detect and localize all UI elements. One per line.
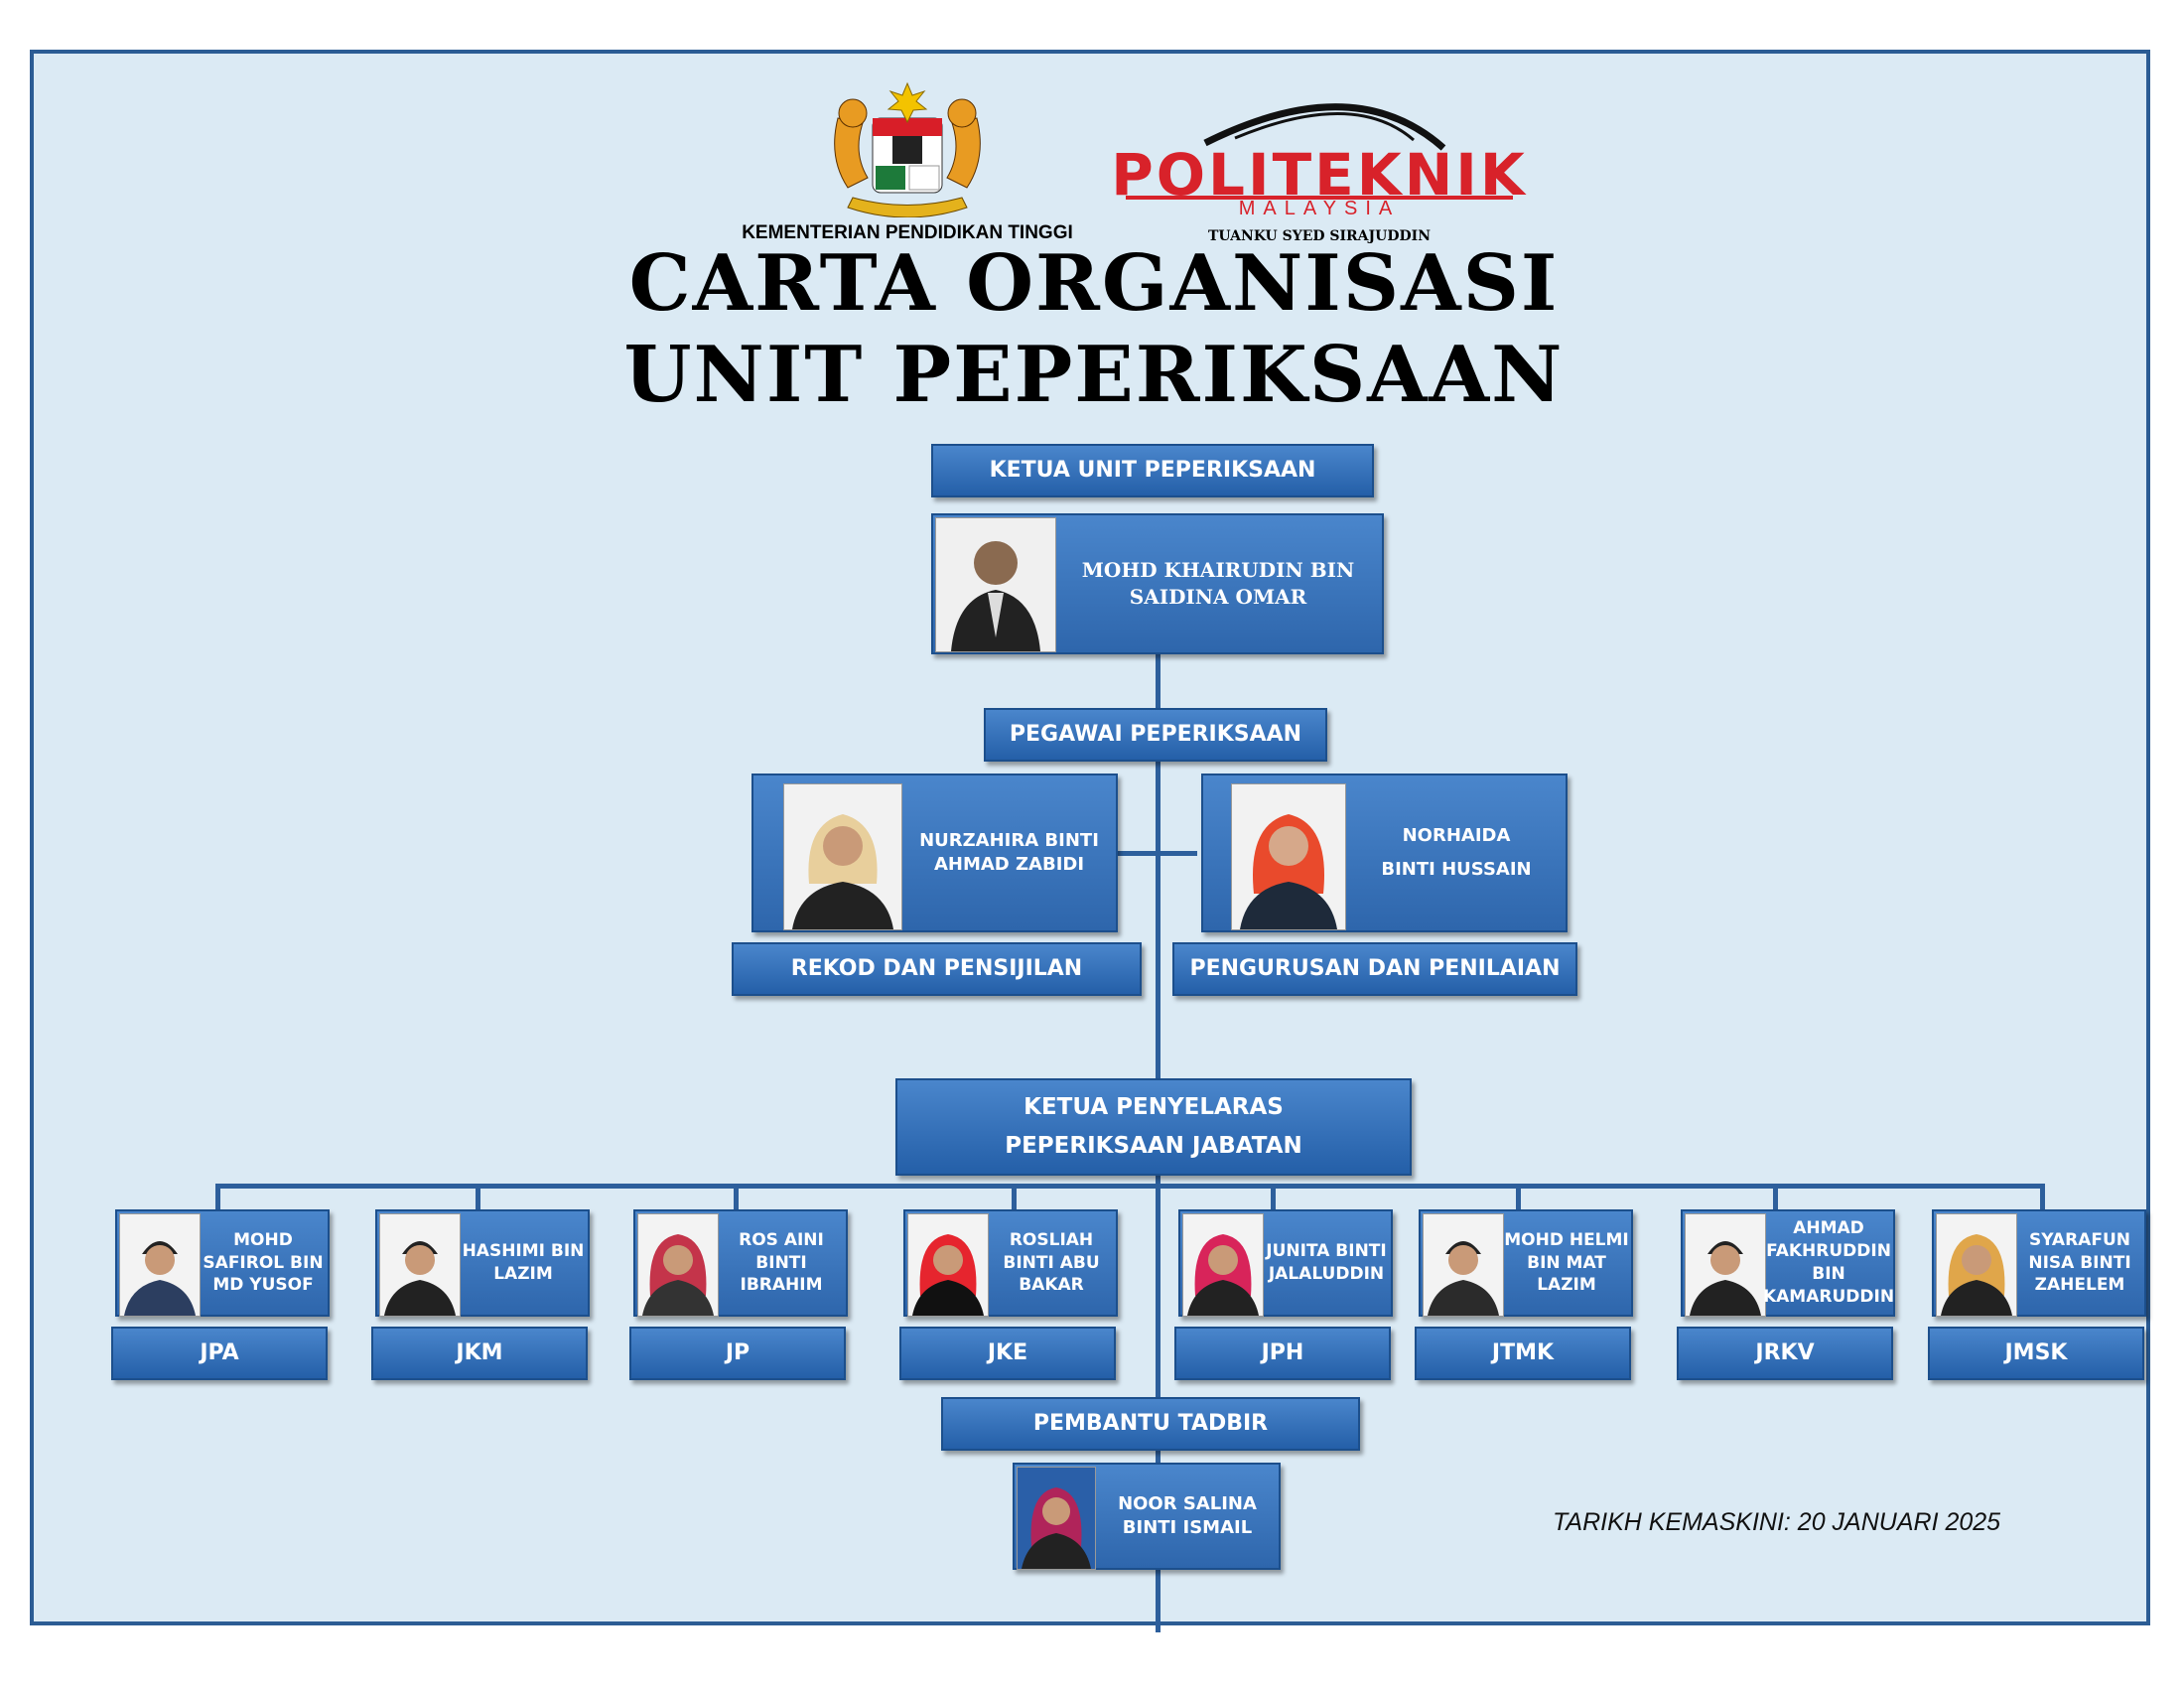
- coordinator-role-line2: PEPERIKSAAN JABATAN: [1005, 1133, 1302, 1159]
- politeknik-country: MALAYSIA: [1238, 198, 1401, 219]
- department-member-photo: [637, 1213, 719, 1317]
- ministry-label: KEMENTERIAN PENDIDIKAN TINGGI: [742, 222, 1073, 243]
- admin-role-box: PEMBANTU TADBIR: [941, 1397, 1360, 1451]
- department-member-photo: [907, 1213, 989, 1317]
- officer-left-section: REKOD DAN PENSIJILAN: [732, 942, 1142, 996]
- officer-left-card: NURZAHIRA BINTI AHMAD ZABIDI: [751, 774, 1118, 932]
- department-member-name: MOHD SAFIROL BIN MD YUSOF: [203, 1229, 324, 1296]
- head-name-line1: MOHD KHAIRUDIN BIN: [1081, 558, 1355, 582]
- updated-date: TARIKH KEMASKINI: 20 JANUARI 2025: [1553, 1508, 2001, 1536]
- department-member-photo: [1182, 1213, 1264, 1317]
- connector-dept-drop: [2040, 1184, 2045, 1209]
- department-member-name: MOHD HELMI BIN MAT LAZIM: [1504, 1229, 1629, 1296]
- department-card: AHMAD FAKHRUDDIN BIN KAMARUDDIN: [1681, 1209, 1895, 1317]
- officer-left-name-line2: AHMAD ZABIDI: [933, 854, 1085, 875]
- department-card: HASHIMI BIN LAZIM: [375, 1209, 590, 1317]
- connector-dept-drop: [1516, 1184, 1521, 1209]
- officer-right-name-line2: BINTI HUSSAIN: [1381, 859, 1532, 880]
- chart-frame: KEMENTERIAN PENDIDIKAN TINGGI POLITEKNIK…: [30, 50, 2150, 1632]
- officer-left-name: NURZAHIRA BINTI AHMAD ZABIDI: [902, 775, 1116, 930]
- department-code-box: JKM: [371, 1327, 588, 1380]
- department-member-photo: [379, 1213, 461, 1317]
- connector-dept-drop: [1012, 1184, 1017, 1209]
- officer-right-card: NORHAIDA BINTI HUSSAIN: [1201, 774, 1568, 932]
- department-member-photo: [1685, 1213, 1766, 1317]
- admin-photo: [1017, 1467, 1096, 1570]
- officer-left-photo: [783, 783, 902, 930]
- department-card: ROSLIAH BINTI ABU BAKAR: [903, 1209, 1118, 1317]
- officer-right-name-line1: NORHAIDA: [1402, 824, 1511, 846]
- officer-left-name-line1: NURZAHIRA BINTI: [919, 829, 1099, 851]
- department-card: MOHD SAFIROL BIN MD YUSOF: [115, 1209, 330, 1317]
- department-member-name: ROS AINI BINTI IBRAHIM: [739, 1229, 824, 1296]
- coat-of-arms-logo: [818, 78, 997, 218]
- department-code-box: JP: [629, 1327, 846, 1380]
- head-role-box: KETUA UNIT PEPERIKSAAN: [931, 444, 1374, 497]
- department-member-photo: [119, 1213, 201, 1317]
- connector-dept-drop: [1773, 1184, 1778, 1209]
- department-member-name: ROSLIAH BINTI ABU BAKAR: [1003, 1229, 1100, 1296]
- admin-name: NOOR SALINA BINTI ISMAIL: [1096, 1465, 1279, 1568]
- officer-right-photo: [1231, 783, 1346, 930]
- department-member-name: HASHIMI BIN LAZIM: [462, 1241, 585, 1284]
- head-name: MOHD KHAIRUDIN BIN SAIDINA OMAR: [1054, 515, 1382, 652]
- politeknik-logo: [1086, 78, 1553, 227]
- connector-dept-drop: [734, 1184, 739, 1209]
- department-code-box: JKE: [899, 1327, 1116, 1380]
- department-member-name: AHMAD FAKHRUDDIN BIN KAMARUDDIN: [1762, 1218, 1895, 1307]
- department-code-box: JRKV: [1677, 1327, 1893, 1380]
- department-card: ROS AINI BINTI IBRAHIM: [633, 1209, 848, 1317]
- politeknik-brand: POLITEKNIK: [1111, 141, 1528, 209]
- officers-role-box: PEGAWAI PEPERIKSAAN: [984, 708, 1327, 762]
- page-title-line2: UNIT PEPERIKSAAN: [623, 330, 1565, 420]
- connector-dept-drop: [1271, 1184, 1276, 1209]
- coordinator-role-box: KETUA PENYELARAS PEPERIKSAAN JABATAN: [895, 1078, 1412, 1176]
- coordinator-role-line1: KETUA PENYELARAS: [1024, 1093, 1284, 1120]
- connector-officers: [1118, 851, 1197, 856]
- department-member-name: JUNITA BINTI JALALUDDIN: [1266, 1241, 1387, 1284]
- head-card: MOHD KHAIRUDIN BIN SAIDINA OMAR: [931, 513, 1384, 654]
- connector-departments: [215, 1184, 2045, 1189]
- department-member-name: SYARAFUN NISA BINTI ZAHELEM: [2028, 1229, 2131, 1296]
- page-title-line1: CARTA ORGANISASI: [628, 238, 1560, 329]
- admin-name-line2: BINTI ISMAIL: [1122, 1517, 1253, 1538]
- department-member-photo: [1423, 1213, 1504, 1317]
- department-code-box: JPH: [1174, 1327, 1391, 1380]
- head-name-line2: SAIDINA OMAR: [1129, 585, 1307, 609]
- department-member-photo: [1936, 1213, 2017, 1317]
- admin-card: NOOR SALINA BINTI ISMAIL: [1013, 1463, 1281, 1570]
- department-code-box: JMSK: [1928, 1327, 2144, 1380]
- officer-right-section: PENGURUSAN DAN PENILAIAN: [1172, 942, 1577, 996]
- connector-dept-drop: [215, 1184, 220, 1209]
- politeknik-campus: TUANKU SYED SIRAJUDDIN: [1207, 228, 1431, 244]
- department-card: MOHD HELMI BIN MAT LAZIM: [1419, 1209, 1633, 1317]
- officer-right-name: NORHAIDA BINTI HUSSAIN: [1347, 775, 1566, 930]
- department-code-box: JTMK: [1415, 1327, 1631, 1380]
- admin-name-line1: NOOR SALINA: [1118, 1492, 1257, 1514]
- department-card: SYARAFUN NISA BINTI ZAHELEM: [1932, 1209, 2146, 1317]
- department-card: JUNITA BINTI JALALUDDIN: [1178, 1209, 1393, 1317]
- department-code-box: JPA: [111, 1327, 328, 1380]
- head-photo: [935, 517, 1056, 652]
- connector-dept-drop: [476, 1184, 480, 1209]
